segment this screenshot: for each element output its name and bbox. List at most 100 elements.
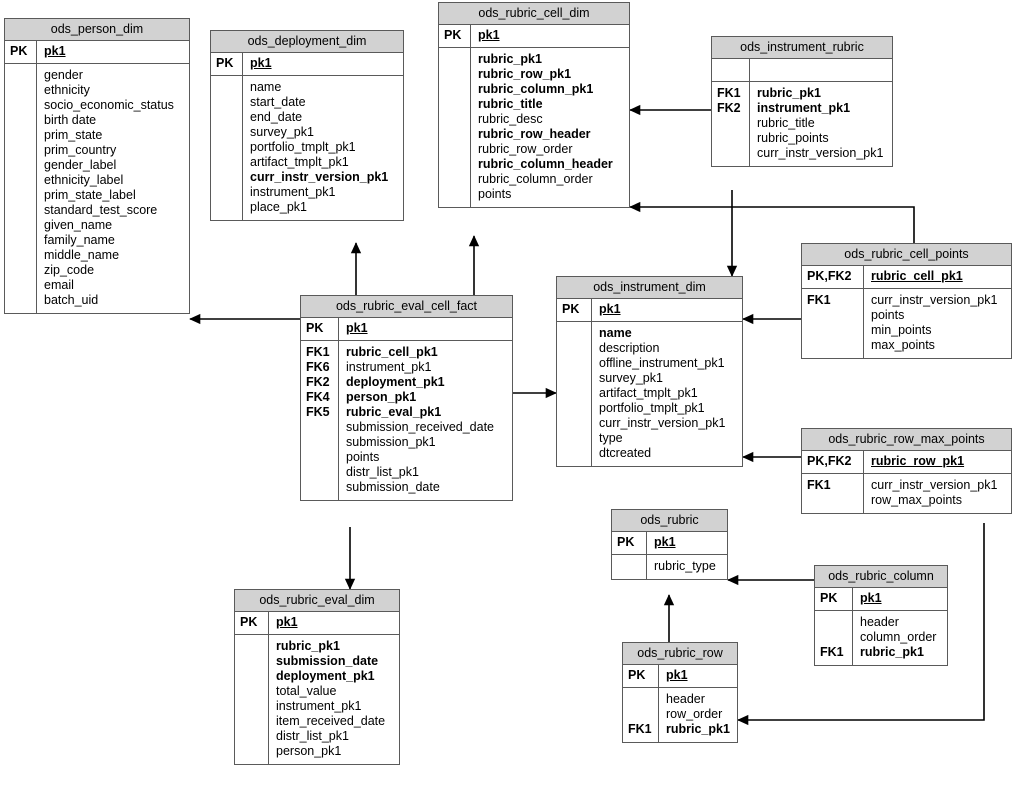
- key-column: [712, 59, 750, 81]
- field: pk1: [44, 44, 66, 58]
- field: offline_instrument_pk1: [599, 356, 725, 370]
- field: rubric_column_header: [478, 157, 613, 171]
- field: submission_pk1: [346, 435, 436, 449]
- key-marker: FK1: [717, 86, 741, 100]
- field: header: [666, 692, 705, 706]
- field: row_order: [666, 707, 723, 721]
- key-column: FK1: [623, 688, 659, 742]
- primary-key-section: [712, 59, 892, 81]
- field: email: [44, 278, 74, 292]
- field: header: [860, 615, 899, 629]
- key-marker: PK,FK2: [807, 454, 852, 468]
- field: distr_list_pk1: [346, 465, 419, 479]
- field: column_order: [860, 630, 937, 644]
- field: rubric_eval_pk1: [346, 405, 442, 419]
- field: curr_instr_version_pk1: [871, 478, 998, 492]
- key-marker: FK1: [306, 345, 330, 359]
- key-column: PK: [612, 532, 647, 554]
- field-list: rubric_type: [647, 555, 727, 579]
- field: ethnicity_label: [44, 173, 124, 187]
- field: rubric_row_header: [478, 127, 591, 141]
- field: rubric_pk1: [757, 86, 821, 100]
- entity-title: ods_rubric: [612, 510, 727, 532]
- entity-title: ods_instrument_rubric: [712, 37, 892, 59]
- key-marker: FK4: [306, 390, 330, 404]
- field: curr_instr_version_pk1: [871, 293, 998, 307]
- field: rubric_pk1: [860, 645, 924, 659]
- entity-title: ods_rubric_cell_dim: [439, 3, 629, 25]
- field: portfolio_tmplt_pk1: [599, 401, 705, 415]
- field: socio_economic_status: [44, 98, 174, 112]
- field: place_pk1: [250, 200, 307, 214]
- field: end_date: [250, 110, 303, 124]
- field: rubric_cell_pk1: [346, 345, 438, 359]
- key-marker: PK: [10, 44, 28, 58]
- key-column: [612, 555, 647, 579]
- key-marker: FK1: [628, 722, 652, 736]
- field: batch_uid: [44, 293, 99, 307]
- field: total_value: [276, 684, 337, 698]
- field: rubric_title: [757, 116, 815, 130]
- field: pk1: [599, 302, 621, 316]
- entity-title: ods_instrument_dim: [557, 277, 742, 299]
- key-column: FK1: [802, 474, 864, 513]
- field: prim_state: [44, 128, 103, 142]
- field: pk1: [654, 535, 676, 549]
- key-column: [557, 322, 592, 466]
- field: description: [599, 341, 660, 355]
- field: pk1: [250, 56, 272, 70]
- field: pk1: [666, 668, 688, 682]
- entity-title: ods_deployment_dim: [211, 31, 403, 53]
- field: instrument_pk1: [757, 101, 851, 115]
- field: standard_test_score: [44, 203, 158, 217]
- key-marker: PK: [216, 56, 234, 70]
- key-column: PK: [5, 41, 37, 63]
- key-column: PK: [301, 318, 339, 340]
- key-marker: PK,FK2: [807, 269, 852, 283]
- entity-title: ods_rubric_row_max_points: [802, 429, 1011, 451]
- field: birth date: [44, 113, 97, 127]
- field: given_name: [44, 218, 113, 232]
- field: prim_state_label: [44, 188, 136, 202]
- key-column: PK: [211, 53, 243, 75]
- entity-title: ods_rubric_eval_dim: [235, 590, 399, 612]
- key-column: PK,FK2: [802, 451, 864, 473]
- field: person_pk1: [346, 390, 417, 404]
- field: instrument_pk1: [346, 360, 432, 374]
- key-marker: FK1: [807, 478, 831, 492]
- key-marker: PK: [306, 321, 324, 335]
- field: family_name: [44, 233, 115, 247]
- field: max_points: [871, 338, 935, 352]
- field: deployment_pk1: [346, 375, 445, 389]
- primary-key-section: PK pk1: [211, 53, 403, 75]
- field-list: pk1: [853, 588, 947, 610]
- field-list: pk1: [243, 53, 403, 75]
- key-column: PK: [623, 665, 659, 687]
- primary-key-section: PK pk1: [5, 41, 189, 63]
- entity-title: ods_rubric_cell_points: [802, 244, 1011, 266]
- field: instrument_pk1: [276, 699, 362, 713]
